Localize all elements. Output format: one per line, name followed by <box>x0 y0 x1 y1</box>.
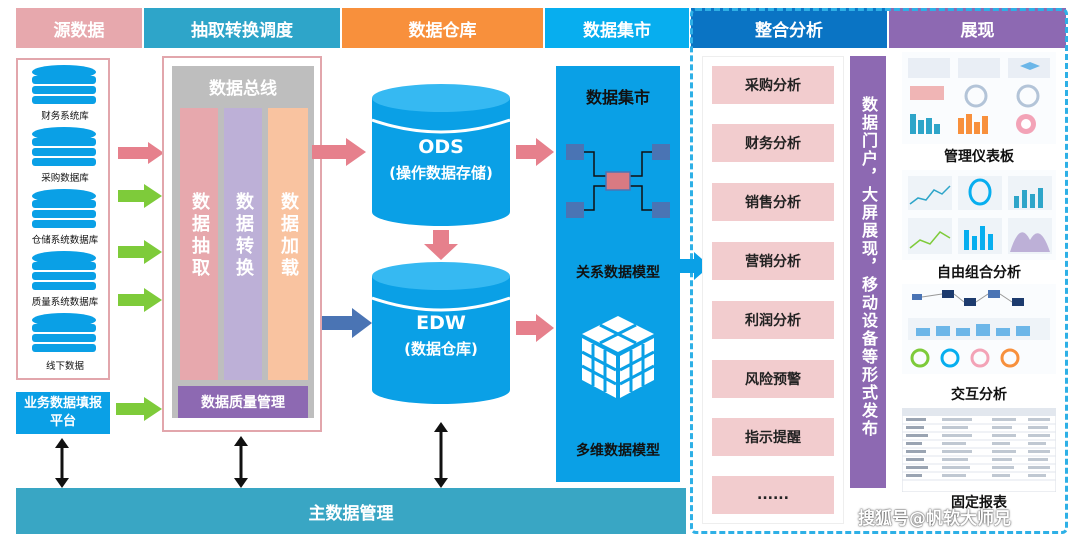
ods-subtitle: (操作数据存储) <box>389 164 493 182</box>
analysis-item: 采购分析 <box>712 66 834 104</box>
analysis-item: 销售分析 <box>712 183 834 221</box>
edw-subtitle: (数据仓库) <box>404 340 478 358</box>
database-icon <box>32 189 96 228</box>
etl-panel: 数据总线 数据抽取 数据转换 数据加载 数据质量管理 <box>162 56 322 432</box>
load-bar: 数据加载 <box>268 108 308 380</box>
analysis-item: ...... <box>712 476 834 514</box>
database-icon <box>32 251 96 290</box>
transform-bar: 数据转换 <box>224 108 262 380</box>
mart-title: 数据集市 <box>585 88 650 107</box>
arrow-blue-mart-analysis <box>680 252 710 280</box>
dashboard-label: 管理仪表板 <box>944 149 1014 165</box>
header-display: 展现 <box>889 8 1066 48</box>
header-warehouse: 数据仓库 <box>342 8 543 48</box>
combo-thumbnail <box>902 170 1056 260</box>
relational-model-icon <box>566 144 670 218</box>
watermark: 搜狐号@帆软大师兄 <box>858 509 1011 529</box>
fixed-report-thumbnail <box>902 408 1056 492</box>
source-label-finance: 财务系统库 <box>41 111 89 122</box>
source-label-offline: 线下数据 <box>45 361 84 372</box>
combo-label: 自由组合分析 <box>937 265 1021 281</box>
source-label-purchase: 采购数据库 <box>41 173 89 184</box>
double-arrow-source-master <box>55 438 69 488</box>
multidim-model-label: 多维数据模型 <box>576 443 660 459</box>
source-label-quality: 质量系统数据库 <box>31 297 99 308</box>
arrow-pink-source <box>118 142 164 164</box>
arrow-pink-ods-mart <box>516 138 554 166</box>
edw-title: EDW <box>416 312 466 334</box>
arrow-pink-edw-mart <box>516 314 554 342</box>
arrow-green-2 <box>118 240 162 264</box>
analysis-item: 风险预警 <box>712 360 834 398</box>
master-data-bar: 主数据管理 <box>16 488 686 534</box>
double-arrow-warehouse-master <box>434 422 448 488</box>
database-icon <box>32 313 96 352</box>
arrow-pink-ods-edw <box>424 230 458 260</box>
edw-cylinder <box>372 262 510 404</box>
arrow-blue-etl-edw <box>322 308 372 338</box>
interactive-label: 交互分析 <box>951 387 1007 403</box>
header-source: 源数据 <box>16 8 142 48</box>
analysis-item: 利润分析 <box>712 301 834 339</box>
arrow-green-1 <box>118 184 162 208</box>
business-platform: 业务数据填报平台 <box>16 392 110 434</box>
cube-icon <box>581 316 655 398</box>
extract-bar: 数据抽取 <box>180 108 218 380</box>
double-arrow-etl-master <box>234 436 248 488</box>
arrow-pink-etl-ods <box>312 138 366 166</box>
fixed-report-label: 固定报表 <box>951 495 1007 511</box>
interactive-thumbnail <box>902 284 1056 374</box>
source-label-warehouse: 仓储系统数据库 <box>31 235 99 246</box>
quality-management: 数据质量管理 <box>178 386 308 418</box>
ods-title: ODS <box>418 136 464 158</box>
header-analysis: 整合分析 <box>691 8 887 48</box>
portal-bar: 数据门户，大屏展现，移动设备等形式发布 <box>850 56 886 488</box>
header-mart: 数据集市 <box>545 8 689 48</box>
data-bus-title: 数据总线 <box>209 79 277 99</box>
analysis-item: 指示提醒 <box>712 418 834 456</box>
dashboard-thumbnail <box>902 52 1056 144</box>
analysis-item: 营销分析 <box>712 242 834 280</box>
source-panel: 财务系统库 采购数据库 仓储系统数据库 质量系统数据库 线下数据 <box>16 58 110 380</box>
arrow-green-3 <box>118 288 162 312</box>
database-icon <box>32 65 96 104</box>
header-etl: 抽取转换调度 <box>144 8 340 48</box>
data-mart-panel <box>556 66 680 482</box>
analysis-item: 财务分析 <box>712 124 834 162</box>
ods-cylinder <box>372 84 510 226</box>
arrow-green-4 <box>116 397 162 421</box>
database-icon <box>32 127 96 166</box>
relational-model-label: 关系数据模型 <box>576 265 660 281</box>
